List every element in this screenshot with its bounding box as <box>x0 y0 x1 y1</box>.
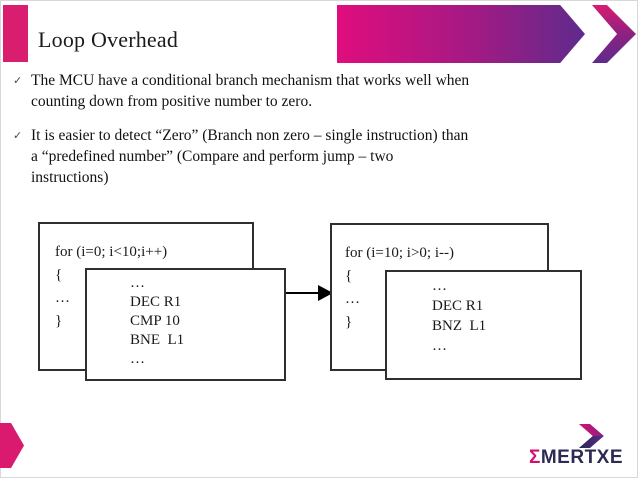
asm-code-text: … DEC R1 BNZ L1 … <box>432 278 487 354</box>
asm-code-box-count-down: … DEC R1 BNZ L1 … <box>385 270 582 380</box>
connector-arrow-line <box>286 292 320 294</box>
asm-code-text: … DEC R1 CMP 10 BNE L1 … <box>130 275 185 367</box>
header-chevron-icon <box>592 5 636 63</box>
emertxe-logo: ΣMERTXE <box>520 424 632 468</box>
logo-chevron-icon <box>578 424 604 448</box>
logo-name: MERTXE <box>540 447 624 468</box>
checkmark-icon: ✓ <box>13 129 23 142</box>
logo-sigma: Σ <box>528 447 541 468</box>
list-item: ✓ The MCU have a conditional branch mech… <box>13 70 619 112</box>
list-item: ✓ It is easier to detect “Zero” (Branch … <box>13 125 619 188</box>
bullet-text: It is easier to detect “Zero” (Branch no… <box>31 127 469 186</box>
footer-accent-arrow <box>0 423 24 468</box>
bullet-list: ✓ The MCU have a conditional branch mech… <box>13 70 619 201</box>
connector-arrowhead-icon <box>318 285 333 301</box>
asm-code-box-count-up: … DEC R1 CMP 10 BNE L1 … <box>85 268 286 381</box>
bullet-text: The MCU have a conditional branch mechan… <box>31 72 470 110</box>
logo-wordmark: ΣMERTXE <box>520 448 632 468</box>
checkmark-icon: ✓ <box>13 74 23 87</box>
c-code-text: for (i=10; i>0; i--) { … } <box>345 245 454 330</box>
title-accent-bar <box>3 5 28 62</box>
page-title: Loop Overhead <box>38 27 179 52</box>
header-banner-arrow <box>337 5 585 63</box>
c-code-text: for (i=0; i<10;i++) { … } <box>55 244 168 329</box>
